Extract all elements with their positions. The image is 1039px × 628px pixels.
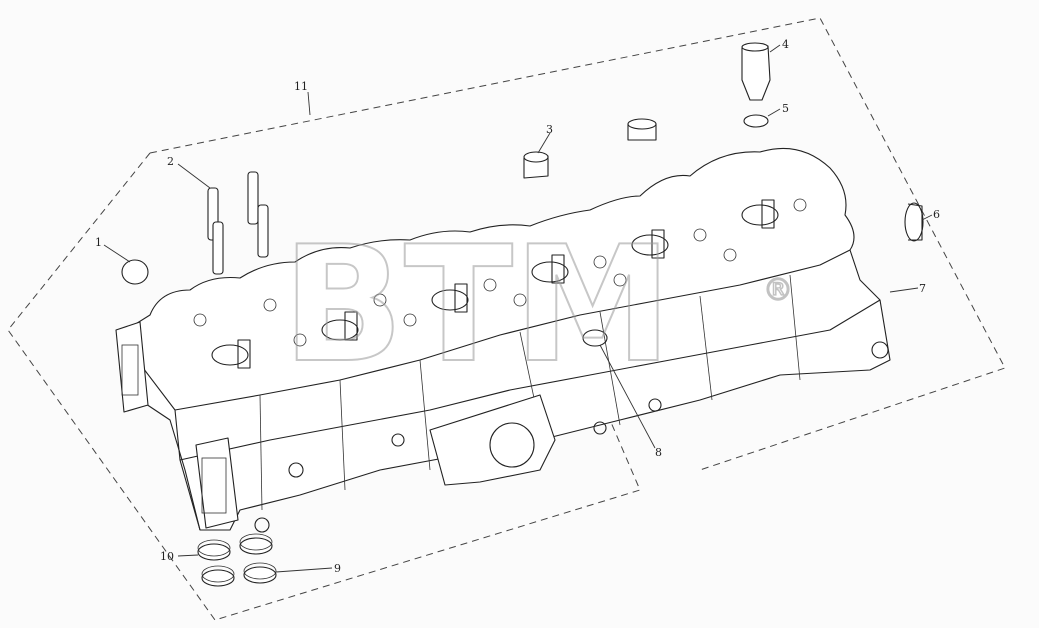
injector-sleeve-4-shape <box>741 45 771 101</box>
callout-2: 2 <box>167 155 174 168</box>
callout-labels: 1 2 3 4 5 6 7 8 9 10 11 <box>95 38 940 575</box>
seal-ring-8-shape <box>582 329 608 347</box>
callout-8: 8 <box>655 446 662 459</box>
callout-4: 4 <box>782 38 789 51</box>
callout-3: 3 <box>546 123 553 136</box>
watermark-text: BTM <box>282 211 672 398</box>
callout-10: 10 <box>160 550 174 563</box>
cup-plug-1-shape <box>121 259 149 285</box>
assembly-boundary <box>7 17 1006 621</box>
leader-lines <box>103 44 933 573</box>
cylinder-bores <box>193 198 807 369</box>
callout-7: 7 <box>919 282 926 295</box>
watermark-registered-mark: ® <box>763 273 793 308</box>
callout-9: 9 <box>334 562 341 575</box>
cylinder-head-body <box>115 147 891 533</box>
o-ring-5-shape <box>743 114 769 128</box>
rings-9-10-shapes <box>197 533 277 587</box>
callout-1: 1 <box>95 236 102 249</box>
callout-5: 5 <box>782 102 789 115</box>
watermark: BTM ® <box>281 210 794 399</box>
dowel-pins-2-shapes <box>207 171 269 275</box>
expansion-plug-6-shape <box>904 202 924 242</box>
callout-6: 6 <box>933 208 940 221</box>
callout-11: 11 <box>294 80 308 93</box>
loose-parts <box>121 42 924 587</box>
